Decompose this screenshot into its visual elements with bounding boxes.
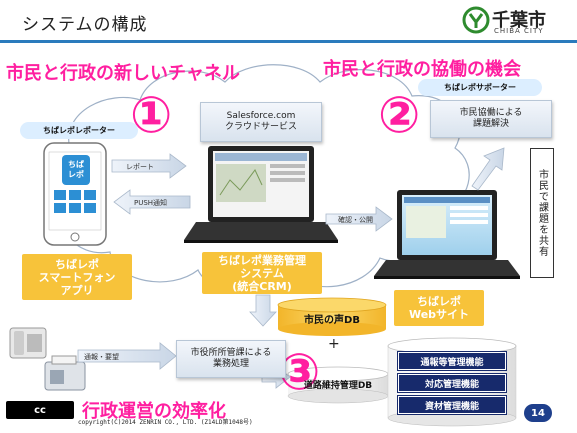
number-two: ②	[378, 86, 421, 144]
chiba-city-logo: 千葉市 CHIBA CITY	[462, 4, 572, 38]
share-box: 市民で課題を共有	[530, 148, 554, 278]
city-office-box: 市役所所管課による 業務処理	[176, 340, 286, 378]
logo-text-jp: 千葉市	[492, 10, 546, 31]
reporter-label: ちばレポレポーター	[20, 122, 138, 139]
copyright-text: copyright(C)2014 ZENRIN CO., LTD. (Z14LD…	[78, 419, 253, 426]
app-logo-line-2: レポ	[68, 170, 84, 179]
road-db-cylinder	[287, 366, 389, 404]
collab-box: 市民協働による 課題解決	[430, 100, 552, 138]
report-arrow	[111, 153, 187, 179]
voice-db-label: 市民の声DB	[304, 314, 360, 326]
salesforce-line-1: Salesforce.com	[226, 111, 296, 121]
notification-arrow-label: 通報・要望	[84, 353, 119, 361]
smartphone-app-line-3: アプリ	[60, 283, 94, 297]
website-laptop-icon	[374, 190, 520, 279]
collab-arrow	[471, 147, 505, 191]
salesforce-line-2: クラウドサービス	[224, 122, 297, 132]
smartphone-app-line-1: ちばレポ	[55, 257, 99, 271]
website-line-2: Webサイト	[408, 308, 470, 321]
plus-sign: +	[328, 336, 340, 352]
collab-line-2: 課題解決	[472, 119, 509, 129]
city-office-line-2: 業務処理	[212, 359, 249, 369]
road-db-label: 道路維持管理DB	[303, 380, 373, 391]
app-logo: ちば レポ	[62, 155, 90, 185]
page-number: 14	[524, 404, 552, 422]
logo-text-en: CHIBA CITY	[494, 27, 544, 35]
efficiency-heading: 行政運営の効率化	[82, 401, 226, 422]
cc-license-badge: cc	[6, 401, 74, 419]
business-system-line-3: (統合CRM)	[232, 279, 292, 293]
publish-arrow-label: 確認・公開	[338, 216, 373, 224]
smartphone-icon	[43, 142, 107, 246]
telephone-icon	[9, 327, 47, 359]
collab-line-1: 市民協働による	[459, 108, 523, 118]
share-text: 市民で課題を共有	[536, 169, 548, 257]
business-system-line-2: システム	[240, 266, 284, 280]
new-channel-heading: 市民と行政の新しいチャネル	[6, 63, 240, 84]
business-system-line-1: ちばレポ業務管理	[218, 253, 306, 267]
voice-db-cylinder	[277, 297, 387, 336]
laptop-icon	[184, 146, 338, 243]
smartphone-app-line-2: スマートフォン	[38, 270, 116, 284]
fax-icon	[44, 355, 86, 391]
chiba-emblem-icon	[462, 6, 490, 34]
report-arrow-label: レポート	[126, 163, 154, 171]
cc-icon: cc	[34, 404, 46, 416]
function-box-3: 資材管理機能	[398, 396, 506, 414]
supporter-label: ちばレポサポーター	[418, 79, 542, 96]
page-title: システムの構成	[22, 15, 148, 35]
function-box-1: 通報等管理機能	[398, 352, 506, 370]
title-divider	[0, 40, 577, 43]
app-logo-line-1: ちば	[68, 160, 84, 169]
salesforce-box: Salesforce.com クラウドサービス	[200, 102, 322, 142]
push-arrow-label: PUSH通知	[134, 199, 168, 207]
push-arrow	[113, 189, 191, 215]
business-system-box: ちばレポ業務管理 システム (統合CRM)	[202, 252, 322, 294]
city-office-line-1: 市役所所管課による	[190, 348, 272, 358]
function-box-2: 対応管理機能	[398, 374, 506, 392]
down-arrow	[249, 294, 277, 327]
publish-arrow	[325, 206, 393, 232]
notification-arrow	[77, 342, 177, 370]
website-box: ちばレポ Webサイト	[394, 290, 484, 326]
website-line-1: ちばレポ	[417, 295, 461, 308]
collaboration-heading: 市民と行政の協働の機会	[323, 59, 521, 80]
smartphone-app-box: ちばレポ スマートフォン アプリ	[22, 254, 132, 300]
